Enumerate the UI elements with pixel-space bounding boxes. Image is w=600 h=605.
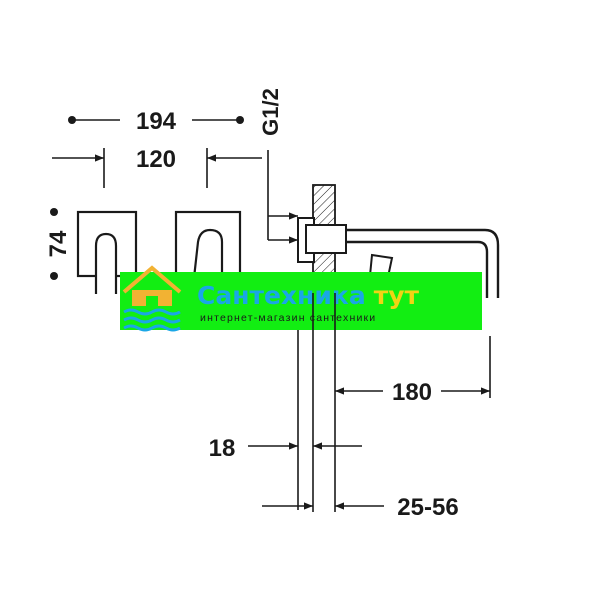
lower-dimensions <box>297 293 491 512</box>
watermark-band <box>120 272 482 330</box>
dimension-endpoint-dot <box>50 208 58 216</box>
dimension-194: 194 <box>68 108 244 135</box>
dimension-120: 120 <box>52 146 262 188</box>
left-handle <box>94 232 118 294</box>
side-view <box>297 184 500 298</box>
dimension-endpoint-dot <box>50 272 58 280</box>
dimension-endpoint-dot <box>236 116 244 124</box>
dimension-180-label: 180 <box>392 379 432 406</box>
thread-size-label: G1/2 <box>258 88 283 136</box>
dimension-25-56: 25-56 <box>262 494 459 521</box>
watermark: Сантехника тут интернет-магазин сантехник… <box>120 265 482 332</box>
dimension-120-label: 120 <box>136 146 176 173</box>
thread-callout: G1/2 <box>258 88 298 244</box>
dimension-74: 74 <box>45 208 72 280</box>
dimension-25-56-label: 25-56 <box>397 494 458 521</box>
dimension-18: 18 <box>209 435 362 462</box>
watermark-subtitle: интернет-магазин сантехники <box>200 312 376 324</box>
spout-bottom-edge <box>346 240 489 298</box>
dimension-180: 180 <box>335 376 490 406</box>
spout-top-edge <box>346 228 500 298</box>
dimension-194-label: 194 <box>136 108 177 135</box>
watermark-title-main: Сантехника <box>197 281 366 310</box>
valve-body <box>305 224 347 254</box>
watermark-title: Сантехника тут <box>197 281 419 310</box>
watermark-title-accent: тут <box>374 281 420 310</box>
dimension-74-label: 74 <box>45 230 72 257</box>
house-logo-icon <box>122 265 182 332</box>
dimension-18-label: 18 <box>209 435 236 462</box>
